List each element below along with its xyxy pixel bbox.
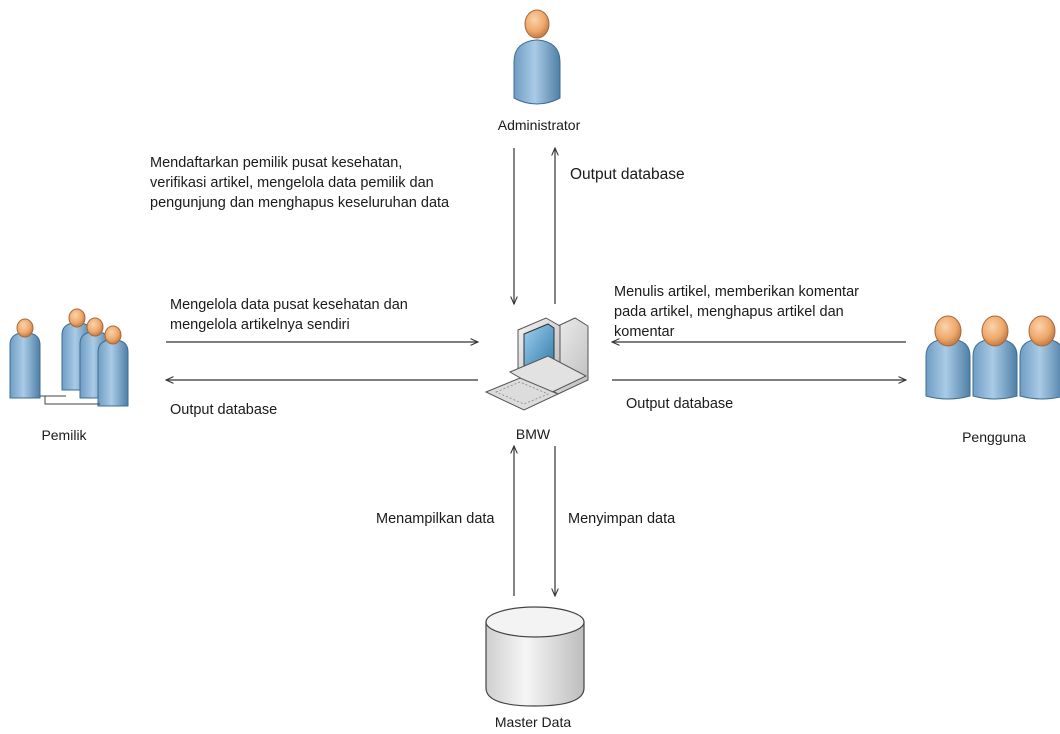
flow-pengguna-to-system-label: Menulis artikel, memberikan komentar pad… — [614, 284, 859, 340]
flow-system-to-datastore-label: Menyimpan data — [568, 511, 676, 527]
database-icon — [485, 606, 585, 707]
pengguna-group-icon — [925, 315, 1060, 400]
administrator-label: Administrator — [497, 117, 581, 133]
flow-system-to-pemilik-label: Output database — [170, 402, 278, 418]
flow-system-to-pengguna-label: Output database — [626, 396, 734, 412]
pemilik-label: Pemilik — [41, 427, 87, 443]
datastore-label: Master Data — [494, 714, 572, 730]
system-label: BMW — [515, 426, 551, 442]
computer-icon — [484, 317, 589, 411]
administrator-person-icon — [513, 9, 561, 105]
flow-admin-to-system-label: Mendaftarkan pemilik pusat kesehatan, ve… — [150, 155, 450, 211]
flow-datastore-to-system-label: Menampilkan data — [376, 511, 495, 527]
pemilik-group-icon — [9, 308, 129, 407]
flow-pemilik-to-system-label: Mengelola data pusat kesehatan dan menge… — [170, 297, 408, 333]
flow-system-to-admin-label: Output database — [570, 166, 685, 183]
pengguna-label: Pengguna — [962, 429, 1026, 445]
